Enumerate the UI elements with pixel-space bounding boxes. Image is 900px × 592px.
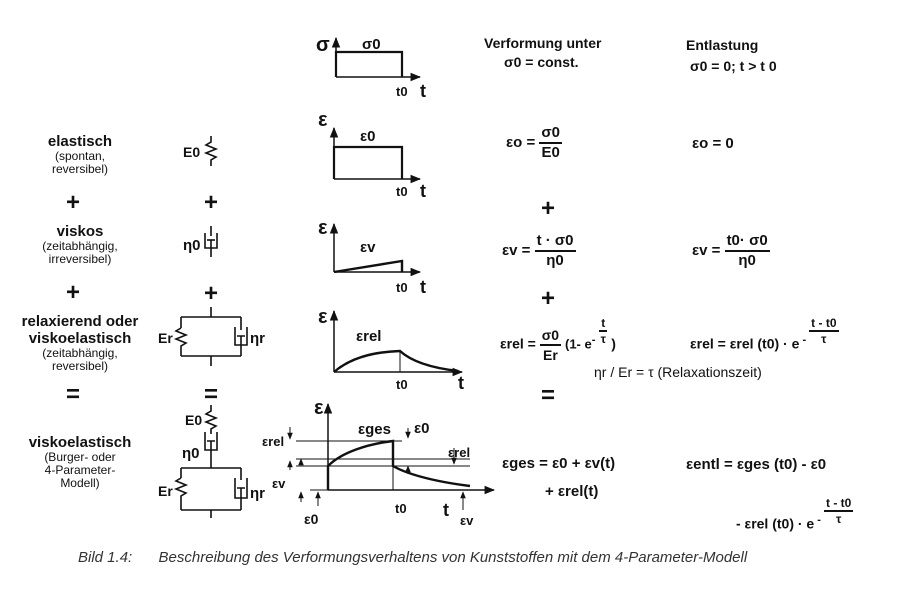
eps-axis-label: ε [314, 397, 324, 419]
relax-curve [333, 349, 459, 373]
load-condition: σ0 = const. [504, 54, 579, 70]
model-er-label: Er [158, 330, 173, 346]
formula-unload-visco-1: εentl = εges (t0) - ε0 [686, 456, 827, 473]
plus-operator: + [66, 189, 81, 216]
equals-operator: = [204, 381, 219, 408]
epsrel-label: εrel [448, 445, 470, 460]
spring-e0-model [203, 136, 219, 166]
sigma-axis-label: σ [316, 34, 330, 56]
row-title: relaxierend oder [21, 313, 139, 330]
unload-header: Entlastung [686, 37, 759, 53]
row-desc: (Burger- oder [44, 450, 116, 464]
row-desc: reversibel) [51, 359, 108, 373]
model-er-label: Er [158, 483, 173, 499]
visco-strain-graph [287, 402, 496, 510]
t-axis-label: t [420, 181, 426, 201]
viscous-curve [333, 259, 404, 274]
model-e0-label: E0 [183, 144, 200, 160]
model-etar-label: ηr [250, 330, 265, 347]
row-title: viskos [56, 223, 104, 240]
kelvin-model [173, 307, 248, 366]
row-title: elastisch [47, 133, 113, 150]
t0-label: t0 [396, 184, 408, 199]
equals-operator: = [541, 382, 556, 409]
caption-label: Bild 1.4: [78, 549, 133, 566]
row-relax-label: relaxierend oder viskoelastisch (zeitabh… [0, 313, 160, 373]
t-axis-label: t [420, 277, 426, 297]
row-visco-label: viskoelastisch (Burger- oder 4-Parameter… [20, 434, 140, 490]
t-axis-label: t [420, 81, 426, 101]
equals-operator: = [66, 381, 81, 408]
figure-caption: Bild 1.4: Beschreibung des Verformungsve… [78, 549, 747, 566]
row-desc: irreversibel) [48, 252, 112, 266]
plus-operator: + [66, 279, 81, 306]
row-desc: reversibel) [51, 162, 108, 176]
eps-axis-label: ε [318, 306, 328, 328]
row-viscous-label: viskos (zeitabhängig, irreversibel) [20, 223, 140, 266]
eps-axis-label: ε [318, 109, 328, 131]
t-axis-label: t [443, 500, 449, 520]
plus-operator: + [541, 195, 556, 222]
sigma-step-curve [334, 50, 404, 77]
dashpot-eta0-model [204, 226, 218, 257]
caption-text: Beschreibung des Verformungsverhaltens v… [158, 549, 748, 566]
eps0-label: ε0 [414, 420, 429, 437]
row-desc: 4-Parameter- [44, 463, 116, 477]
formula-load-visco-1: εges = ε0 + εv(t) [502, 455, 616, 472]
plus-operator: + [204, 189, 219, 216]
epsv-label: εv [460, 513, 474, 528]
t0-label: t0 [396, 377, 408, 392]
eps-axis-label: ε [318, 217, 328, 239]
relax-strain-graph [329, 309, 464, 377]
t-axis-label: t [458, 373, 464, 393]
sigma0-label: σ0 [362, 36, 381, 53]
t0-label: t0 [396, 84, 408, 99]
row-title: viskoelastisch [28, 434, 132, 451]
plus-operator: + [541, 285, 556, 312]
row-desc: Modell) [60, 476, 100, 490]
t0-label: t0 [396, 280, 408, 295]
row-desc: (zeitabhängig, [42, 346, 118, 360]
burgers-model [173, 405, 248, 518]
model-etar-label: ηr [250, 485, 265, 502]
elastic-strain-graph [329, 126, 422, 184]
plus-operator: + [204, 280, 219, 307]
formula-load-visco-2: + εrel(t) [545, 483, 599, 500]
epsv-label: εv [272, 476, 286, 491]
sigma-load-graph [331, 36, 422, 82]
epsges-label: εges [358, 421, 391, 438]
epsrel-label: εrel [356, 328, 381, 345]
unload-condition: σ0 = 0; t > t 0 [690, 58, 777, 74]
row-desc: (zeitabhängig, [42, 239, 118, 253]
relaxation-time-note: ηr / Er = τ (Relaxationszeit) [594, 364, 762, 380]
row-elastic-label: elastisch (spontan, reversibel) [20, 133, 140, 176]
row-title: viskoelastisch [28, 330, 132, 347]
viscous-strain-graph [329, 222, 422, 277]
load-header: Verformung unter [484, 35, 602, 51]
t0-label: t0 [395, 501, 407, 516]
model-eta0-label: η0 [182, 445, 200, 462]
model-e0-label: E0 [185, 412, 202, 428]
formula-unload-elastic: εo = 0 [692, 135, 734, 152]
epsrel-label: εrel [262, 434, 284, 449]
epsv-label: εv [360, 239, 376, 256]
eps0-label: ε0 [360, 128, 375, 145]
eps0-label: ε0 [304, 511, 319, 527]
model-eta0-label: η0 [183, 237, 201, 254]
elastic-curve [332, 145, 404, 179]
row-desc: (spontan, [54, 149, 106, 163]
